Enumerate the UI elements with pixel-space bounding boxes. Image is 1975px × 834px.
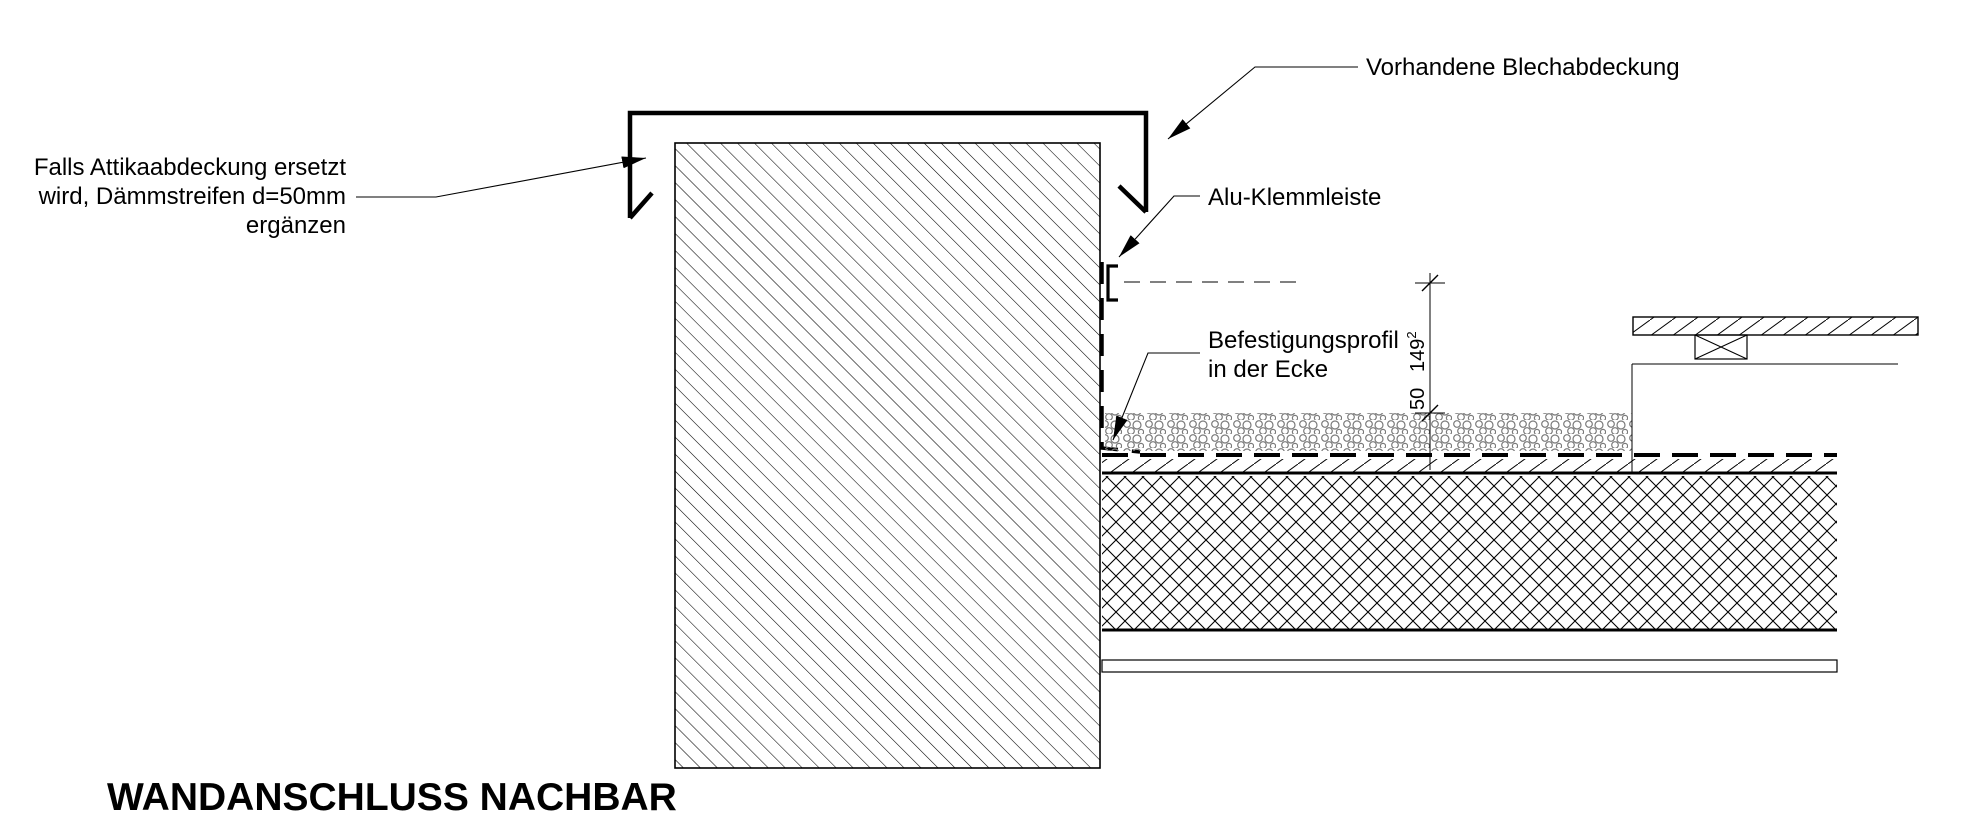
leader-fixing-profile bbox=[1112, 352, 1200, 441]
dimension-upstand-height: 1492 bbox=[1404, 331, 1429, 372]
ceiling-board bbox=[1101, 659, 1838, 673]
label-fixing-profile-1: Befestigungsprofil bbox=[1208, 327, 1399, 354]
dimension-gravel-height: 50 bbox=[1407, 388, 1429, 410]
leader-clamp-strip bbox=[1118, 195, 1200, 258]
neighbour-spacer-cross bbox=[1694, 334, 1748, 360]
leader-replacement-note bbox=[356, 156, 647, 198]
neighbour-spacer bbox=[1694, 334, 1748, 360]
membrane-upstand bbox=[1100, 262, 1141, 454]
label-existing-coping: Vorhandene Blechabdeckung bbox=[1366, 54, 1680, 81]
drawing-title: WANDANSCHLUSS NACHBAR bbox=[107, 776, 677, 819]
label-replacement-note-2: wird, Dämmstreifen d=50mm bbox=[38, 183, 346, 210]
leader-existing-coping bbox=[1167, 66, 1358, 140]
label-fixing-profile-2: in der Ecke bbox=[1208, 356, 1328, 383]
dimension-tick-top bbox=[1421, 274, 1439, 292]
parapet-wall bbox=[674, 142, 1101, 769]
dimension-tick-mid bbox=[1421, 404, 1439, 422]
label-replacement-note-3: ergänzen bbox=[246, 212, 346, 239]
label-replacement-note-1: Falls Attikaabdeckung ersetzt bbox=[34, 154, 346, 181]
gravel-layer bbox=[1105, 413, 1632, 451]
slope-layer bbox=[1102, 459, 1837, 473]
clamp-strip bbox=[1106, 264, 1118, 302]
neighbour-coping-board bbox=[1632, 316, 1919, 336]
insulation-layer bbox=[1102, 476, 1837, 629]
label-clamp-strip: Alu-Klemmleiste bbox=[1208, 184, 1381, 211]
